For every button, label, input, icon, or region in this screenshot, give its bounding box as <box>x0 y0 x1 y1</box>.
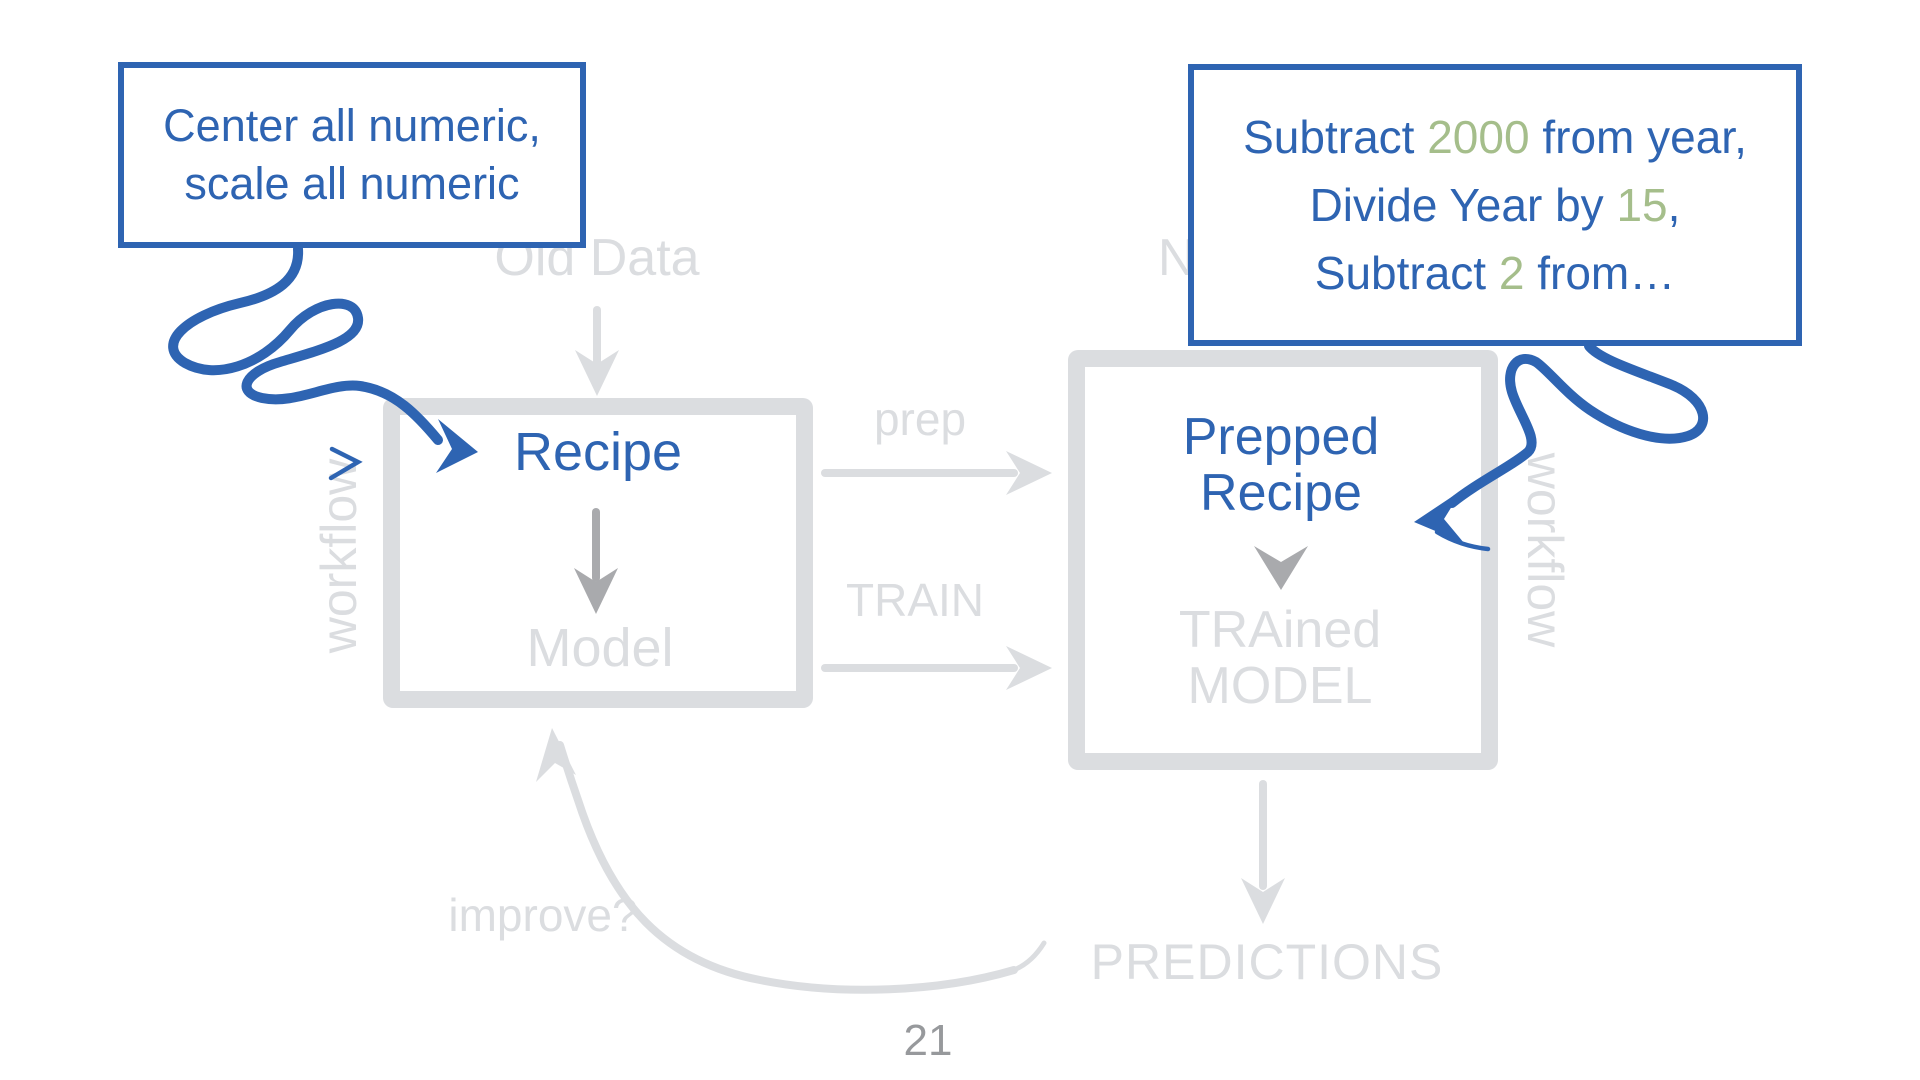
callout-prepped-steps: Subtract 2000 from year, Divide Year by … <box>1188 64 1802 346</box>
prepped-recipe-label: Prepped Recipe <box>1182 408 1380 522</box>
page-number: 21 <box>903 1016 953 1065</box>
callout-right-line3: Subtract 2 from… <box>1314 247 1676 299</box>
train-label: TRAIN <box>846 574 984 626</box>
callout-right-line2: Divide Year by 15, <box>1309 179 1681 231</box>
recipe-label: Recipe <box>513 422 683 482</box>
number-2000: 2000 <box>1427 111 1530 163</box>
improve-feedback-arrow <box>536 728 1047 994</box>
workflow-box-left <box>383 398 813 708</box>
prep-arrow <box>821 451 1052 495</box>
workflow-right-label: workflow <box>1517 452 1573 648</box>
callout-center-scale: Center all numeric, scale all numeric <box>118 62 586 248</box>
old-data-arrow <box>575 306 619 396</box>
improve-label: improve? <box>448 889 638 941</box>
model-label: Model <box>526 618 674 678</box>
number-2: 2 <box>1498 247 1525 299</box>
callout-left-line1: Center all numeric, <box>163 100 541 151</box>
trained-to-predictions-arrow <box>1241 780 1285 924</box>
predictions-label: PREDICTIONS <box>1090 934 1444 990</box>
prep-label: prep <box>873 393 967 445</box>
trained-model-label: TRAined MODEL <box>1178 601 1382 715</box>
number-15: 15 <box>1616 179 1668 231</box>
callout-right-line1: Subtract 2000 from year, <box>1243 111 1747 163</box>
workflow-left-label: workflow <box>311 458 367 654</box>
train-arrow <box>821 646 1052 690</box>
callout-left-line2: scale all numeric <box>184 158 520 209</box>
